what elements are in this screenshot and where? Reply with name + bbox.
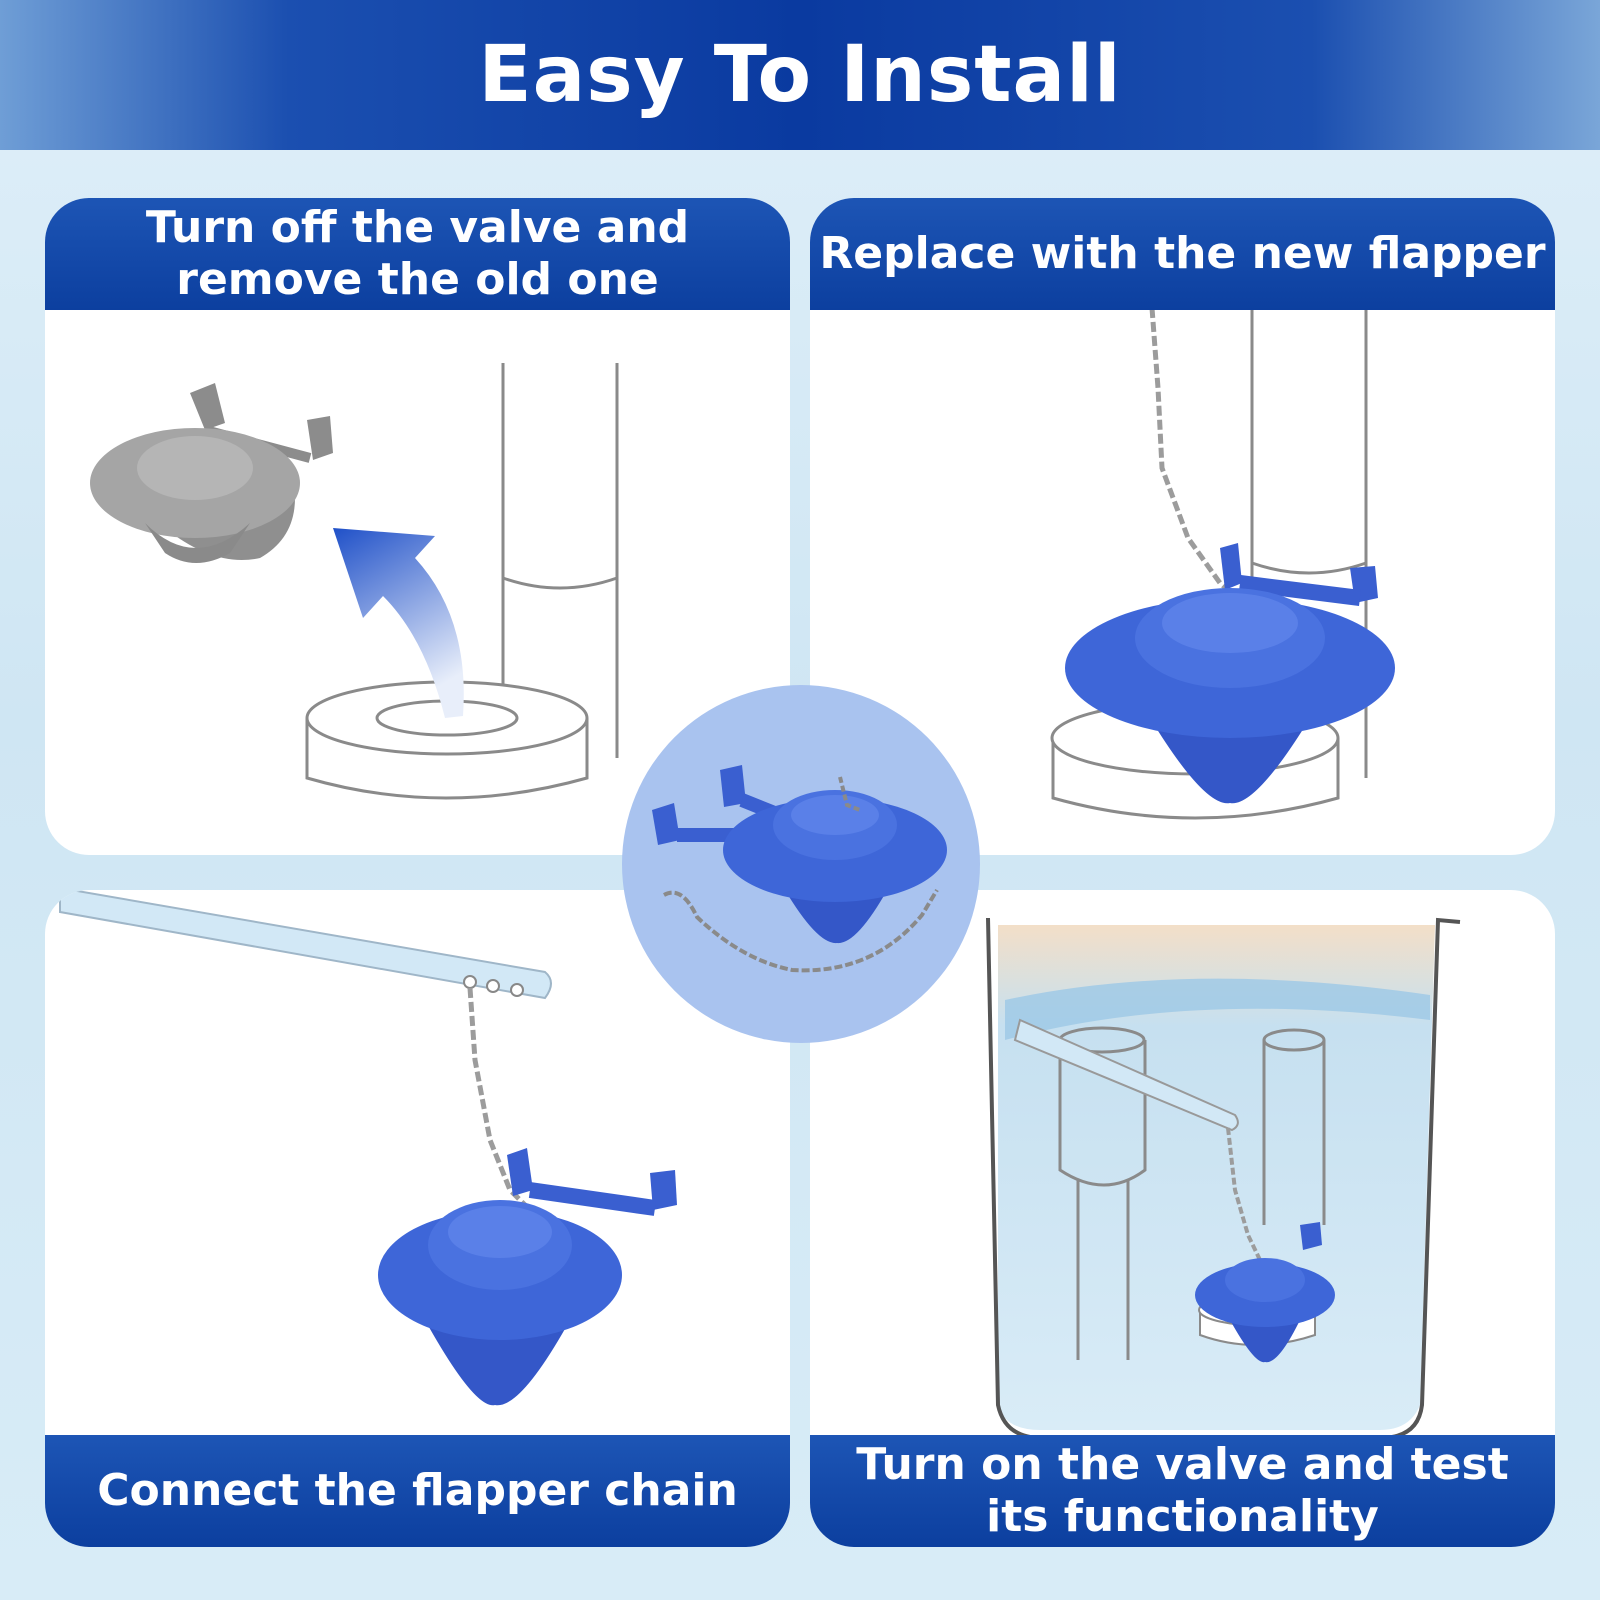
step-caption-remove: Turn off the valve and remove the old on… <box>45 198 790 310</box>
flapper-product-illustration <box>652 765 947 973</box>
lift-arrow-icon <box>333 528 464 718</box>
step-caption-connect: Connect the flapper chain <box>45 1435 790 1547</box>
flapper-icon <box>378 1148 677 1406</box>
flapper-icon <box>1065 543 1395 804</box>
step-caption-replace: Replace with the new flapper <box>810 198 1555 310</box>
header-banner: Easy To Install <box>0 0 1600 150</box>
test-tank-illustration <box>986 917 1461 1440</box>
flapper-icon <box>652 765 947 944</box>
trip-lever-icon <box>59 890 552 1000</box>
chain-icon <box>838 776 861 812</box>
product-circle <box>622 685 980 1043</box>
old-flapper-icon <box>90 383 333 563</box>
overflow-pipe-icon <box>1262 1028 1326 1225</box>
connect-chain-illustration <box>59 890 677 1406</box>
page-title: Easy To Install <box>478 30 1122 120</box>
trip-lever-icon <box>1013 1018 1239 1132</box>
step-card-test: Turn on the valve and test its functiona… <box>810 890 1555 1547</box>
toilet-tank-icon <box>986 917 1461 1440</box>
chain-icon <box>1226 1127 1262 1261</box>
replace-flapper-illustration <box>1050 307 1395 820</box>
step-card-connect: Connect the flapper chain <box>45 890 790 1547</box>
step-caption-test: Turn on the valve and test its functiona… <box>810 1435 1555 1547</box>
remove-old-illustration <box>90 363 619 800</box>
chain-icon <box>663 888 939 973</box>
flapper-icon <box>1195 1222 1335 1363</box>
step-card-remove: Turn off the valve and remove the old on… <box>45 198 790 855</box>
